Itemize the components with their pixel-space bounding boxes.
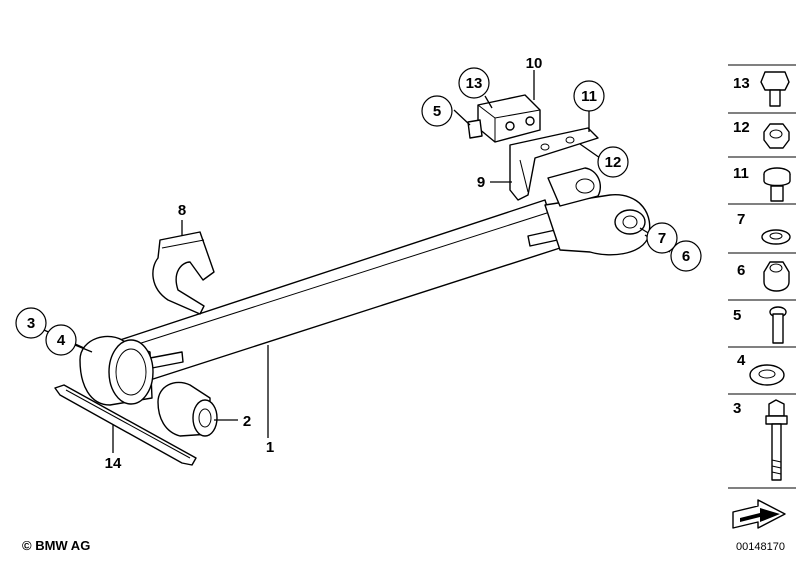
- callout-7: 7: [658, 230, 666, 247]
- legend-label-11: 11: [733, 165, 749, 182]
- legend-label-4: 4: [737, 352, 746, 369]
- bracket: [509, 127, 599, 201]
- callout-11: 11: [581, 88, 597, 105]
- callout-13-circle: [458, 67, 490, 99]
- callout-4: 4: [57, 332, 66, 349]
- callout-9: 9: [477, 174, 485, 191]
- screw-icon: [763, 167, 791, 202]
- callout-1: 1: [266, 439, 274, 456]
- small-bush: [157, 381, 218, 437]
- parts-illustration: [54, 94, 651, 466]
- washer-icon: [749, 364, 785, 386]
- callout-5-circle: [421, 95, 453, 127]
- callout-12: 12: [605, 154, 622, 171]
- hex-bolt-icon: [760, 71, 790, 107]
- legend-label-6: 6: [737, 262, 745, 279]
- legend-label-5: 5: [733, 307, 741, 324]
- callouts: 1 2 3 4 5 6 7 8 9 10 11 12 13 14: [15, 55, 702, 472]
- parts-legend: 13 12 11 7 6 5: [728, 64, 796, 529]
- callout-2: 2: [243, 413, 251, 430]
- callout-5: 5: [433, 103, 441, 120]
- direction-arrow-icon: [732, 499, 786, 529]
- copyright-text: © BMW AG: [22, 538, 91, 553]
- end-fork: [544, 167, 651, 256]
- clamp-block: [467, 94, 541, 143]
- callout-6: 6: [682, 248, 690, 265]
- callout-13: 13: [466, 75, 483, 92]
- pan-head-bolt-icon: [769, 306, 787, 344]
- callout-8: 8: [178, 202, 186, 219]
- callout-11-circle: [573, 80, 605, 112]
- callout-14: 14: [105, 455, 122, 472]
- main-tube: [119, 199, 563, 381]
- long-bolt-icon: [765, 399, 788, 481]
- callout-7-circle: [646, 222, 678, 254]
- hex-nut-icon: [763, 123, 790, 149]
- callout-10: 10: [526, 55, 543, 72]
- cap-nut-icon: [763, 261, 790, 292]
- legend-label-12: 12: [733, 119, 750, 136]
- document-id: 00148170: [736, 541, 785, 553]
- legend-label-3: 3: [733, 400, 741, 417]
- large-bush: [79, 335, 154, 406]
- cable-tie: [54, 384, 197, 466]
- callout-4-circle: [45, 324, 77, 356]
- callout-6-circle: [670, 240, 702, 272]
- washer-icon: [761, 229, 791, 245]
- callout-3: 3: [27, 315, 35, 332]
- clip: [152, 231, 215, 315]
- callout-12-circle: [597, 146, 629, 178]
- legend-label-13: 13: [733, 75, 750, 92]
- legend-label-7: 7: [737, 211, 745, 228]
- callout-3-circle: [15, 307, 47, 339]
